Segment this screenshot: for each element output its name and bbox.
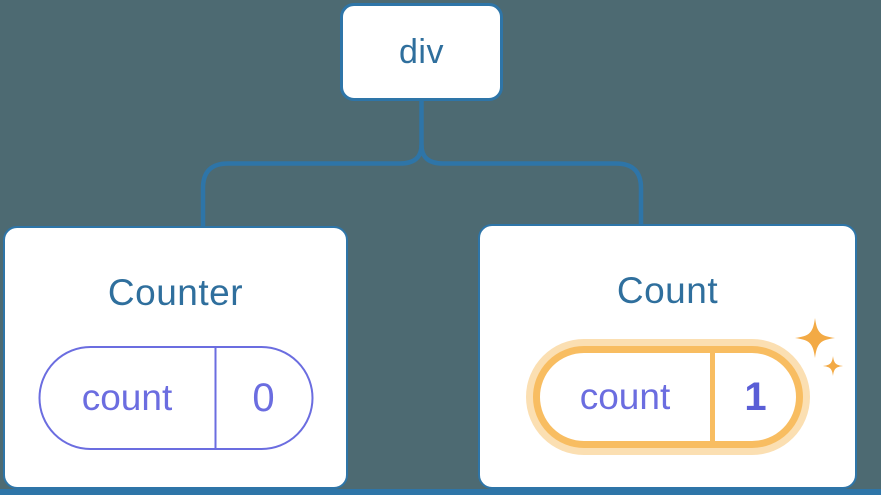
tree-node-div-label: div [399,32,444,71]
tree-node-div: div [340,3,503,101]
component-card-counter: Counter count 0 [3,226,348,489]
state-name-label: count [40,348,216,448]
state-pill-highlighted: count 1 [533,346,803,448]
component-card-count: Count count 1 [478,224,857,489]
state-pill: count 0 [38,346,313,450]
component-title: Counter [107,272,244,313]
state-name-label: count [540,353,715,441]
state-value-label: 0 [252,375,275,420]
state-value-label: 1 [744,374,767,419]
component-title: Count [616,270,719,311]
bottom-edge-line [0,489,881,495]
